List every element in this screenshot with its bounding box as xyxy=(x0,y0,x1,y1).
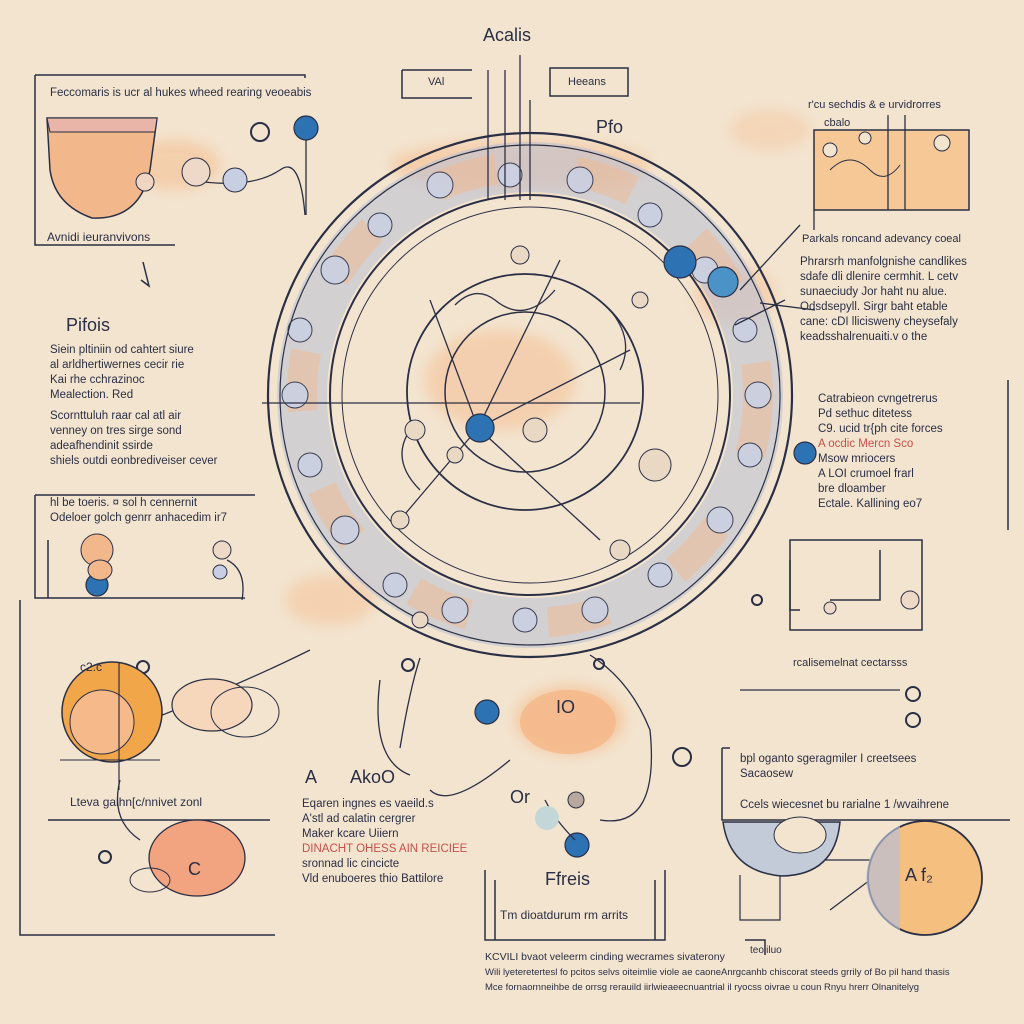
text-line: Odsdsepyll. Sirgr baht etable xyxy=(800,301,948,313)
center-blob xyxy=(520,690,616,830)
text-line: Sacaosew xyxy=(740,768,794,780)
text-line: Phrarsrh manfolgnishe candlikes xyxy=(800,256,967,268)
open-nodes xyxy=(98,122,921,864)
label-c-blob: C xyxy=(188,859,201,879)
blue-nodes xyxy=(85,115,817,858)
bottom-center-subtitle: Tm dioatdurum rm arrits xyxy=(500,908,629,922)
label-io: IO xyxy=(556,697,576,717)
text-line: Catrabieon cvngetrerus xyxy=(818,393,938,405)
text-line: Vld enuboeres thio Battilore xyxy=(302,873,444,885)
mid-right-label: Parkals roncand adevancy coeal xyxy=(802,233,961,245)
text-line: shiels outdi eonbrediveiser cever xyxy=(50,455,218,467)
text-line: DINACHT OHESS AIN REICIEE xyxy=(302,843,468,855)
text-line: al arldhertiwernes cecir rie xyxy=(50,359,185,371)
label-top-center: Acalis xyxy=(483,25,532,45)
top-right-sub: cbalo xyxy=(824,117,851,129)
right-bottom-text-block: bpl oganto sgeragmiler I creetsees Sacao… xyxy=(740,752,949,813)
bottom-left-caption: Lteva gaihn[c/nnivet zonl xyxy=(70,795,203,809)
text-line: bre dloamber xyxy=(818,483,886,495)
top-right-text-block: Phrarsrh manfolgnishe candlikes sdafe dl… xyxy=(800,255,967,345)
text-line: Kai rhe cchrazinoc xyxy=(50,374,145,386)
text-line: Maker kcare Uiiern xyxy=(302,828,399,840)
label-pfo: Pfo xyxy=(596,117,624,137)
left-text-block-2: hl be toeris. ¤ sol h cennernit Odeloer … xyxy=(50,496,227,526)
down-arrow-icon xyxy=(140,261,151,288)
text-line: sdafe dli dlenire cermhit. L cetv xyxy=(800,271,959,283)
label-top-box-left: VAl xyxy=(428,76,445,88)
bottom-center-title: Ffreis xyxy=(545,869,590,889)
cup-illustration xyxy=(46,117,248,219)
inner-cells xyxy=(390,245,672,629)
text-line: Mce fornaornneihbe de orrsg rerauild iir… xyxy=(485,982,920,993)
text-line: hl be toeris. ¤ sol h cennernit xyxy=(50,497,198,509)
text-line: keadsshalrenuaiti.v o the xyxy=(800,331,928,343)
text-line: Odeloer golch genrr anhacedim ir7 xyxy=(50,512,228,524)
text-line: sunaeciudy Jor haht nu alue. xyxy=(800,286,948,298)
orange-circles xyxy=(60,661,280,897)
left-text-block: Siein pltiniin od cahtert siure al arldh… xyxy=(50,343,217,469)
right-bottom-shapes xyxy=(722,816,983,936)
text-line: venney on tres sirge sond xyxy=(50,425,182,437)
text-line: sronnad lic cincicte xyxy=(302,858,400,870)
text-line: C9. ucid tr{ph cite forces xyxy=(818,423,943,435)
small-label: teoliluo xyxy=(750,945,782,956)
text-line: Pd sethuc ditetess xyxy=(818,408,912,420)
header-top-left: Feccomaris is ucr al hukes wheed rearing… xyxy=(50,87,312,99)
ring-cells xyxy=(281,162,772,633)
bottom-paragraph: KCVILI bvaot veleerm cinding wecrames si… xyxy=(485,950,950,995)
lower-right-caption: rcalisemelnat cectarsss xyxy=(793,657,908,669)
text-line: A ocdic Mercn Sco xyxy=(818,438,914,450)
top-right-box xyxy=(813,115,970,230)
heading-ako: AkoO xyxy=(350,767,396,787)
text-line: Wili lyeteretertesl fo pcitos selvs oite… xyxy=(485,967,950,978)
label-c2c: c2.c xyxy=(80,660,103,674)
spokes xyxy=(262,55,640,541)
right-brackets xyxy=(721,380,1010,821)
bottom-center-frame xyxy=(484,870,766,955)
text-line: Mealection. Red xyxy=(50,389,134,401)
right-blob-label: A f₂ xyxy=(905,865,934,885)
right-box-nodes xyxy=(823,590,920,615)
text-line: A'stl ad calatin cergrer xyxy=(302,813,416,825)
text-line: cane: cDI llicisweny cheysefaly xyxy=(800,316,958,328)
heading-pifois: Pifois xyxy=(66,315,111,335)
left-brackets xyxy=(19,494,275,936)
text-line: Eqaren ingnes es vaeild.s xyxy=(302,798,434,810)
right-mid-text-block: Catrabieon cvngetrerus Pd sethuc ditetes… xyxy=(818,392,943,512)
text-line: Siein pltiniin od cahtert siure xyxy=(50,344,194,356)
text-line: Msow mriocers xyxy=(818,453,896,465)
text-line: Ccels wiecesnet bu rarialne 1 /wvaihrene xyxy=(740,799,950,811)
label-or: Or xyxy=(510,787,530,807)
top-boxes xyxy=(34,67,629,246)
text-line: Ectale. Kallining eo7 xyxy=(818,498,923,510)
label-a: A xyxy=(305,767,318,787)
top-right-caption: r'cu sechdis & e urvidrorres xyxy=(808,99,941,111)
caption-top-left: Avnidi ieuranvivons xyxy=(47,230,151,244)
text-line: adeafhendinit ssirde xyxy=(50,440,153,452)
left-small-nodes xyxy=(80,533,232,581)
text-line: bpl oganto sgeragmiler I creetsees xyxy=(740,753,917,765)
text-line: KCVILI bvaot veleerm cinding wecrames si… xyxy=(485,951,725,963)
bottom-left-text-block: Eqaren ingnes es vaeild.s A'stl ad calat… xyxy=(302,797,467,887)
text-line: A LOI crumoel frarl xyxy=(818,468,914,480)
text-line: Scornttuluh raar cal atl air xyxy=(50,410,182,422)
label-top-box-right: Heeans xyxy=(568,76,606,88)
